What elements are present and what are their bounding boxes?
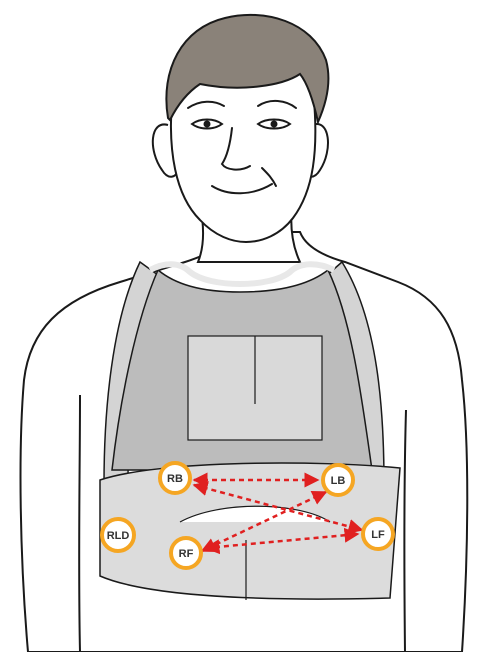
- marker-lf-label: LF: [371, 529, 385, 541]
- marker-rf: RF: [171, 538, 201, 568]
- marker-rb: RB: [160, 463, 190, 493]
- marker-rf-label: RF: [179, 548, 194, 560]
- eye-right-pupil: [204, 121, 211, 128]
- marker-lb: LB: [323, 465, 353, 495]
- marker-rb-label: RB: [167, 473, 183, 485]
- eye-left-pupil: [271, 121, 278, 128]
- marker-rld: RLD: [102, 519, 134, 551]
- marker-lf: LF: [363, 519, 393, 549]
- marker-rld-label: RLD: [107, 530, 130, 542]
- belt: [100, 463, 400, 599]
- marker-lb-label: LB: [331, 475, 346, 487]
